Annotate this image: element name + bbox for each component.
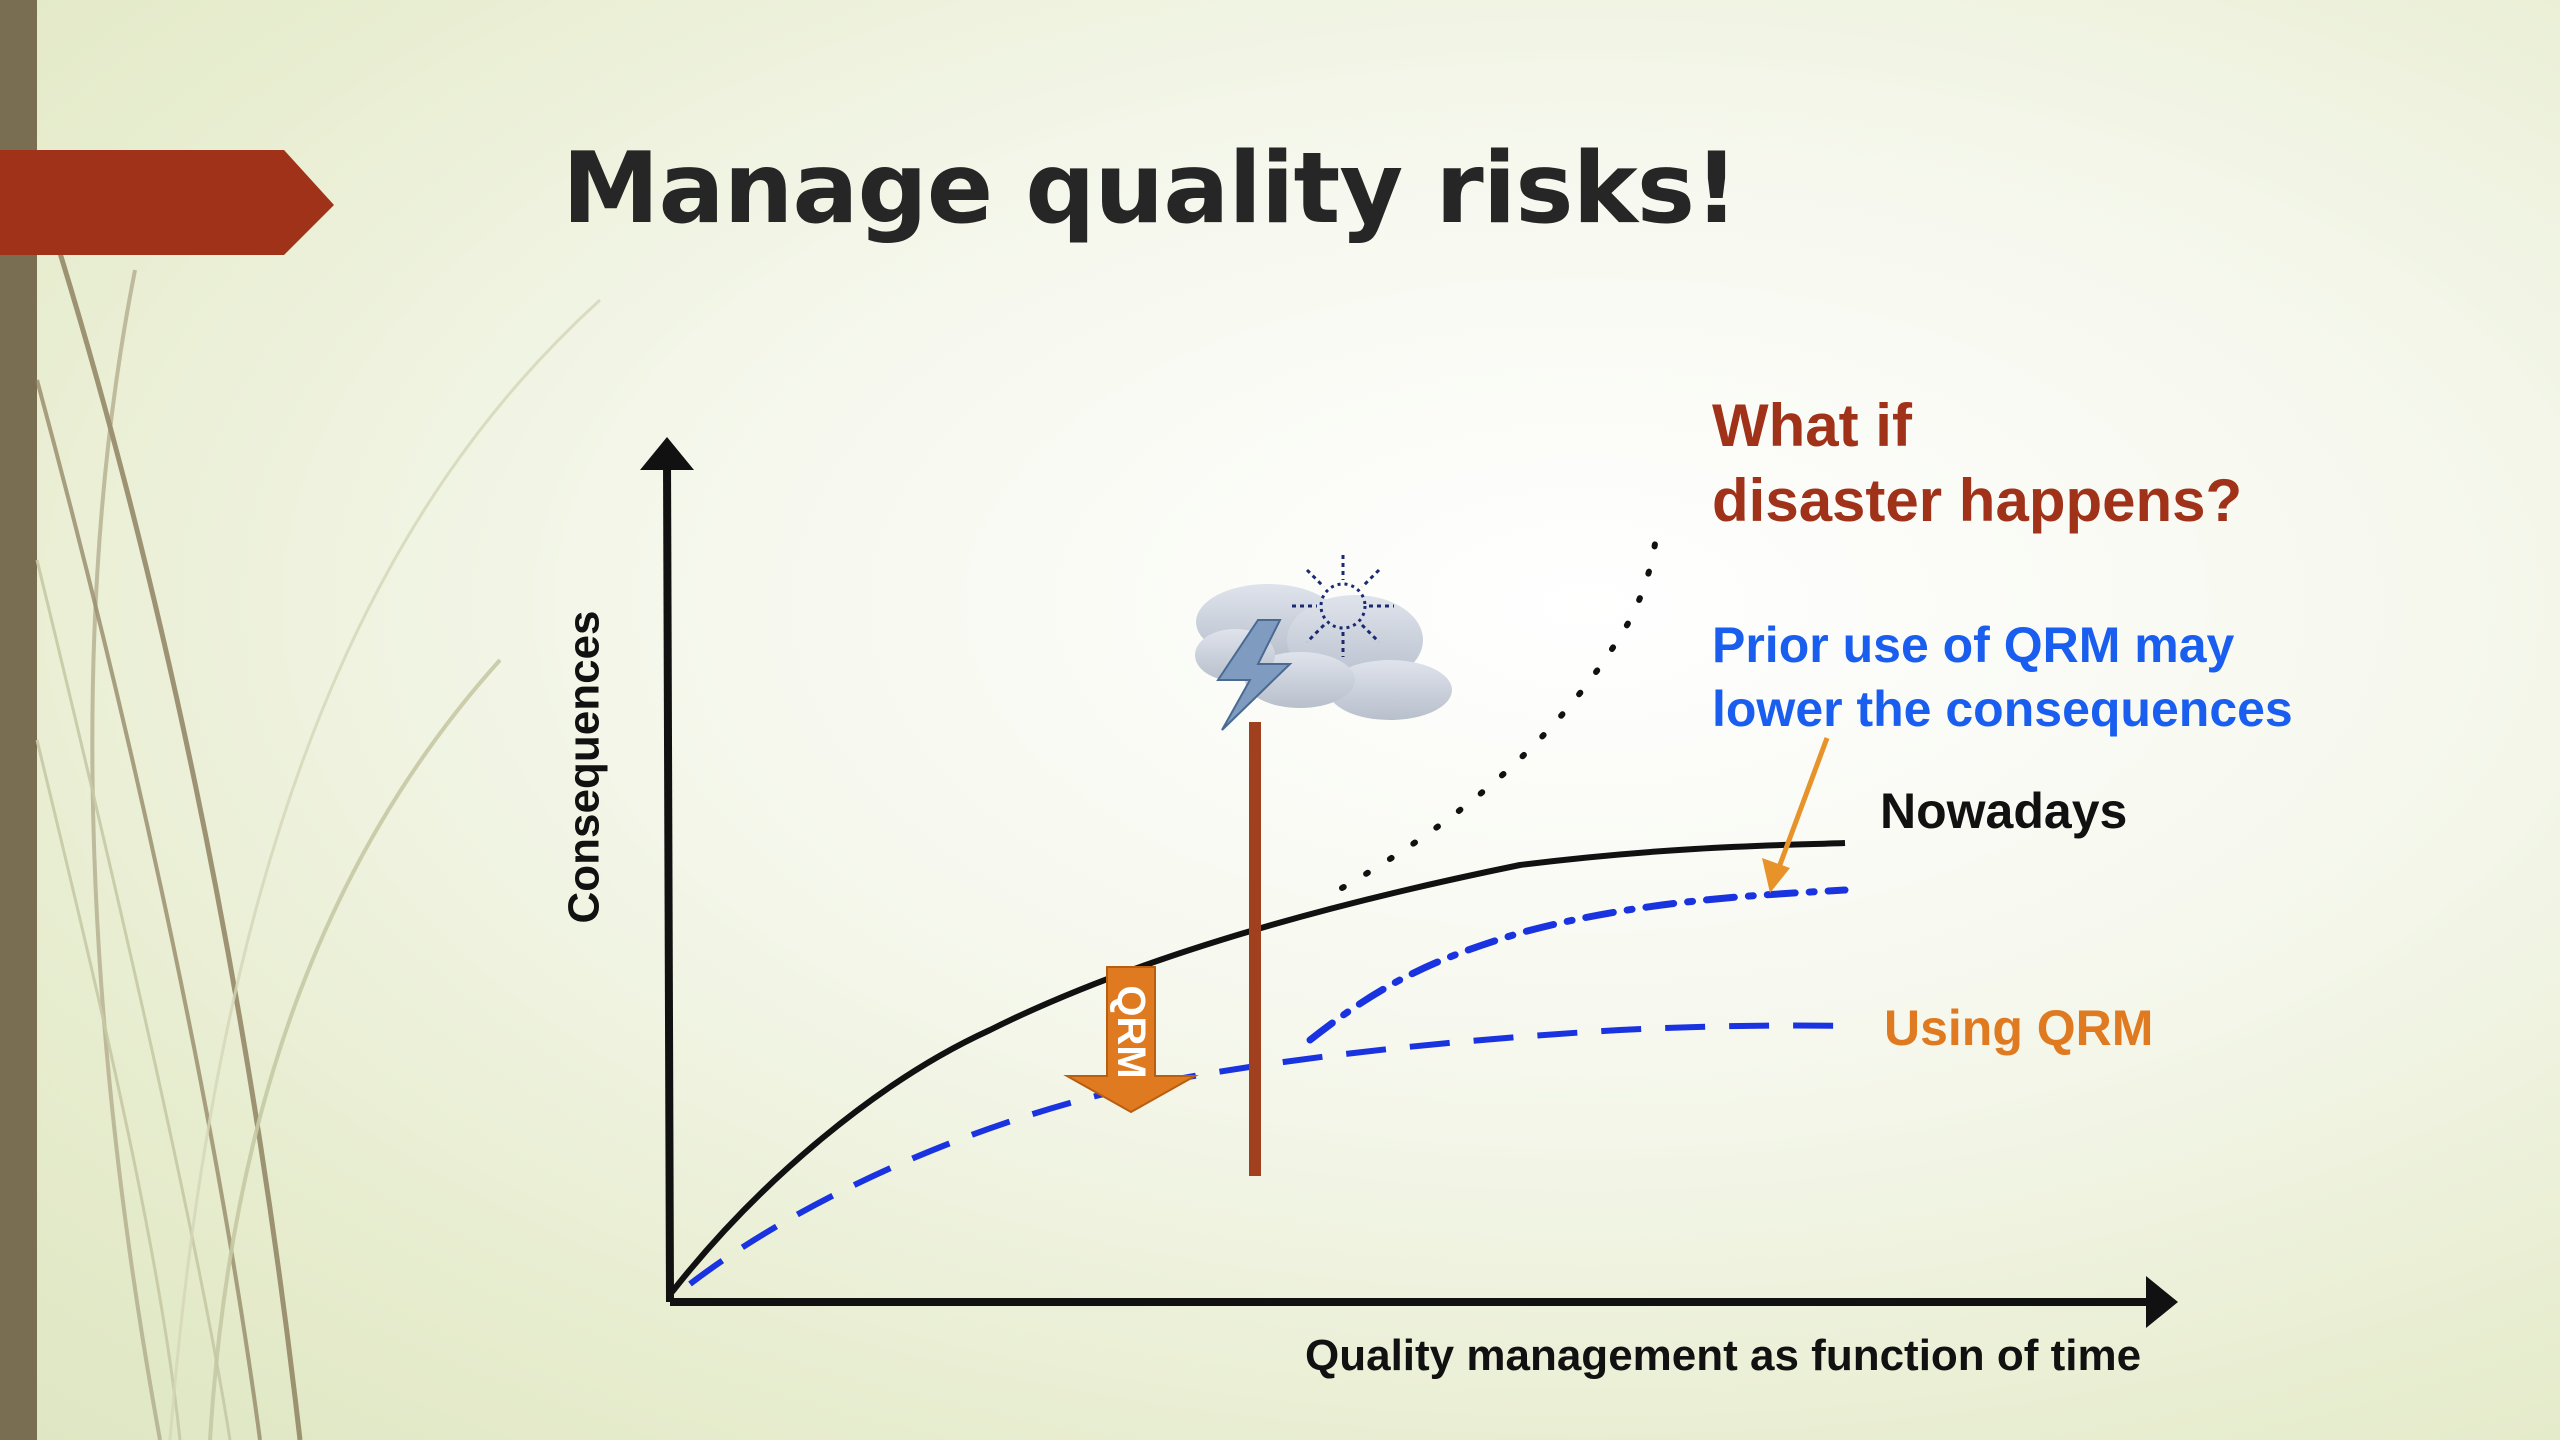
pointer-arrow — [1762, 737, 1830, 893]
prior-qrm-curve — [1306, 886, 1849, 1044]
qrm-down-arrow — [1063, 966, 1199, 1114]
using-qrm-curve — [688, 1022, 1853, 1287]
x-axis — [670, 1276, 2178, 1328]
slide-title: Manage quality risks! — [562, 132, 1739, 246]
nowadays-label: Nowadays — [1880, 783, 2128, 839]
y-axis — [640, 437, 694, 1303]
sun-burst-icon — [1292, 555, 1394, 657]
storm-cloud-icon — [1195, 584, 1452, 720]
decorative-swooshes — [34, 179, 602, 1440]
using-qrm-label: Using QRM — [1884, 1000, 2154, 1056]
disaster-annotation-text: What if disaster happens? — [1712, 392, 2243, 534]
prior-qrm-annotation: Prior use of QRM may lower the consequen… — [1712, 613, 2293, 741]
x-axis-label: Quality management as function of time — [1305, 1331, 2142, 1380]
lightning-bolt-icon — [1216, 619, 1293, 731]
disaster-pole — [1249, 722, 1261, 1176]
qrm-arrow-label: QRM — [1109, 985, 1153, 1079]
title-arrow-marker — [0, 150, 334, 255]
y-axis-label: Consequences — [559, 610, 609, 924]
prior-qrm-annotation-text: Prior use of QRM may lower the consequen… — [1712, 617, 2293, 737]
disaster-annotation: What if disaster happens? — [1712, 388, 2242, 538]
nowadays-curve — [669, 840, 1846, 1294]
